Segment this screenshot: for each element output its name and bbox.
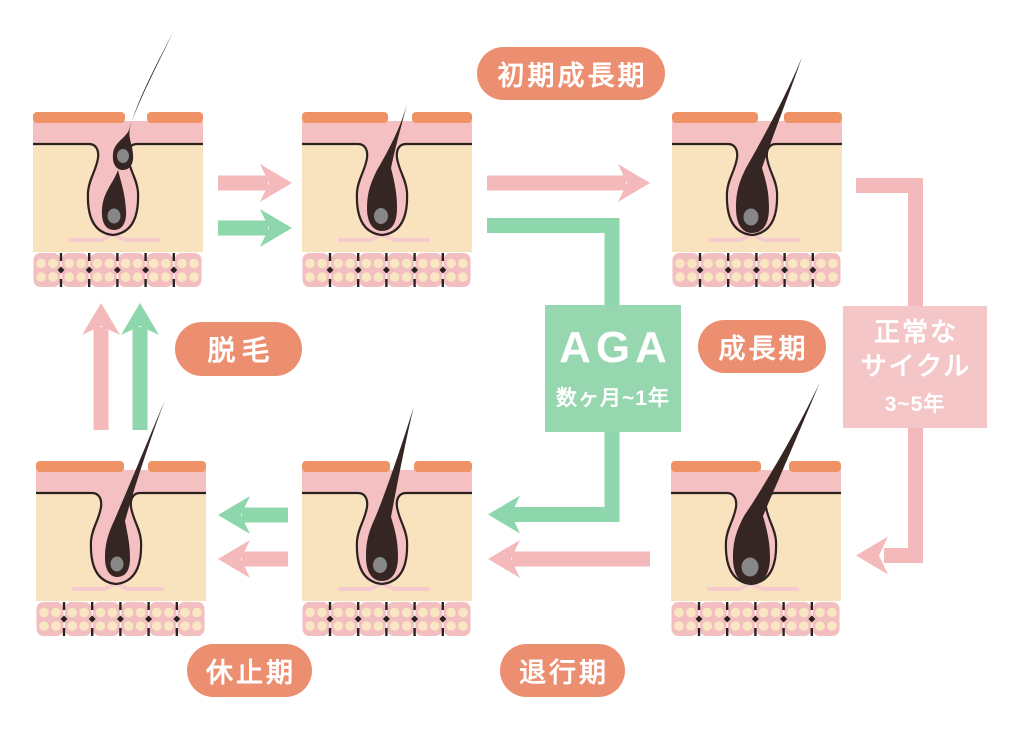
aga-title: AGA [559, 322, 672, 372]
arrow-growth-to-regression-pink [488, 540, 650, 578]
label-resting-phase: 休止期 [187, 644, 312, 697]
label-early-growth-phase: 初期成長期 [477, 47, 665, 100]
label-shedding: 脱毛 [175, 322, 302, 376]
skin-illustration-growth [671, 382, 841, 637]
arrow-shedding-to-early-growth-green [218, 209, 292, 247]
skin-illustration-regression [302, 406, 472, 637]
label-growth-phase: 成長期 [698, 320, 826, 373]
label-regression-phase: 退行期 [500, 644, 625, 697]
arrow-early-growth-to-growth-pink [487, 164, 650, 202]
normal-cycle-title-line2: サイクル [860, 350, 972, 381]
aga-duration-box: AGA 数ヶ月~1年 [545, 305, 681, 432]
skin-illustration-resting [36, 400, 206, 637]
arrow-regression-to-resting-pink [218, 540, 288, 578]
normal-cycle-duration: 3~5年 [884, 393, 946, 417]
aga-duration: 数ヶ月~1年 [556, 386, 670, 410]
arrow-regression-to-resting-green [218, 496, 288, 534]
skin-illustration-early-growth [302, 104, 472, 288]
skin-illustration-growth-start [672, 57, 842, 288]
normal-cycle-box: 正常な サイクル 3~5年 [843, 306, 987, 428]
arrow-shedding-to-early-growth-pink [218, 164, 292, 202]
normal-cycle-title-line1: 正常な [873, 316, 958, 347]
skin-illustration-shedding [33, 32, 203, 288]
